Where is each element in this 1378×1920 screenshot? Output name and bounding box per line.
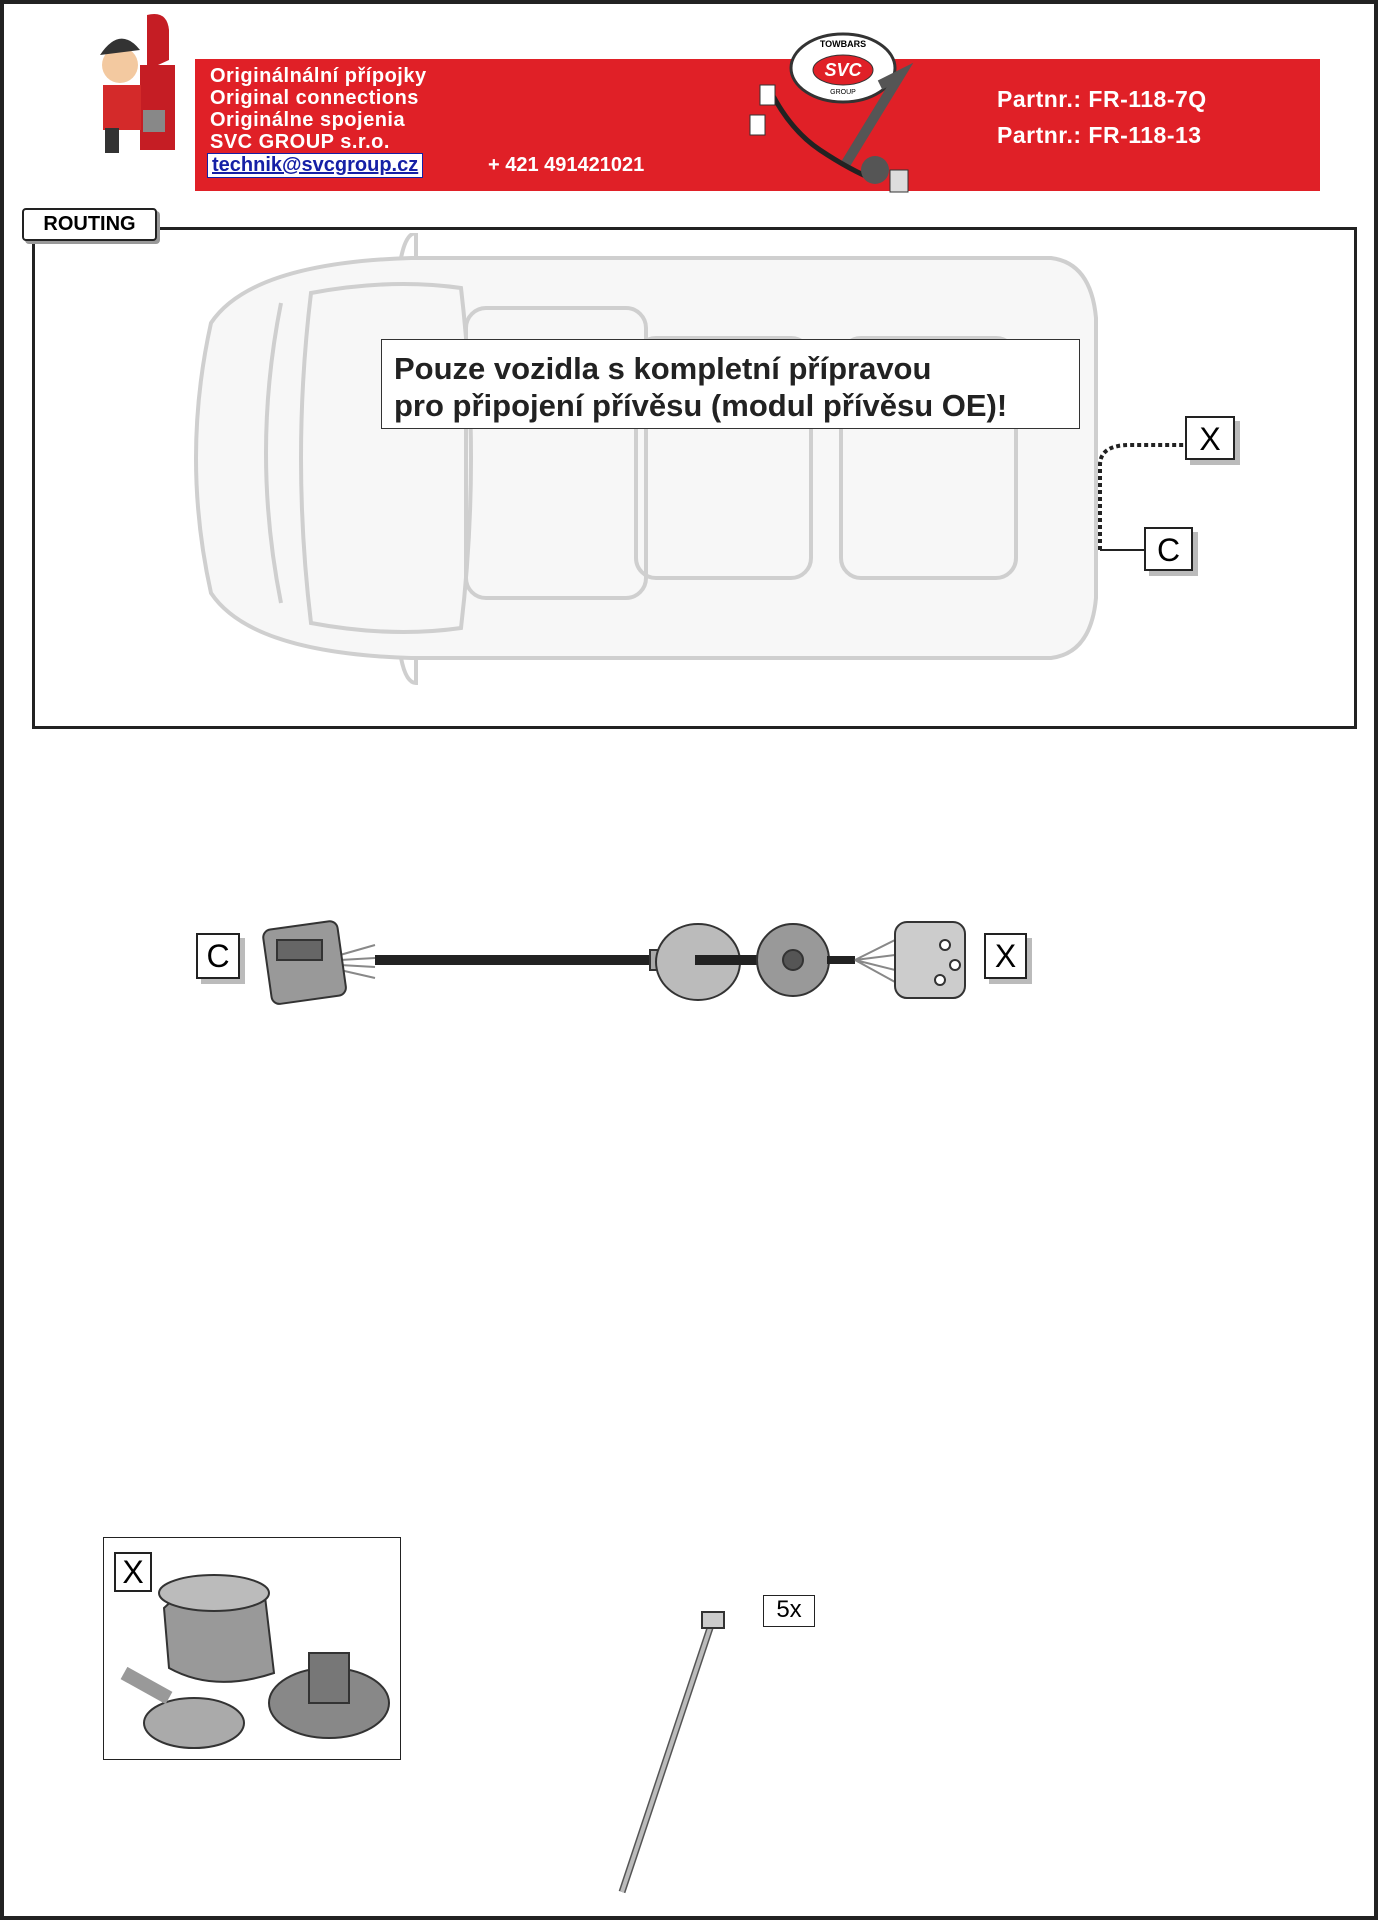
header-line: Original connections bbox=[210, 87, 419, 109]
header-line: Originálne spojenia bbox=[210, 109, 406, 131]
part-number: Partnr.: FR-118-7Q bbox=[997, 86, 1207, 112]
socket-kit-tag: X bbox=[114, 1552, 152, 1592]
van-top-view bbox=[194, 233, 1098, 685]
harness-tag-x: X bbox=[984, 933, 1027, 979]
routing-label: ROUTING bbox=[22, 208, 157, 241]
socket-kit-illustration bbox=[120, 1574, 390, 1749]
notice-line: pro připojení přívěsu (modul přívěsu OE)… bbox=[394, 388, 1008, 423]
part-number: Partnr.: FR-118-13 bbox=[997, 122, 1202, 148]
harness-tag-c: C bbox=[196, 933, 240, 979]
email-link[interactable]: technik@svcgroup.cz bbox=[207, 153, 424, 178]
header-line: SVC GROUP s.r.o. bbox=[210, 131, 390, 153]
svg-text:GROUP: GROUP bbox=[830, 89, 856, 96]
routing-tag-c: C bbox=[1144, 527, 1193, 571]
svc-towbars-logo: SVC TOWBARS GROUP bbox=[749, 32, 914, 193]
phone-number: + 421 491421021 bbox=[488, 154, 645, 176]
wiring-harness bbox=[262, 920, 966, 1005]
notice-box: Pouze vozidla s kompletní přípravou pro … bbox=[381, 339, 1080, 429]
svg-text:TOWBARS: TOWBARS bbox=[820, 39, 866, 49]
cable-tie-quantity: 5x bbox=[763, 1595, 815, 1627]
header-line: Originálnální přípojky bbox=[210, 65, 427, 87]
routing-cable-path bbox=[1098, 443, 1185, 551]
svg-text:SVC: SVC bbox=[824, 60, 862, 80]
cable-tie-illustration bbox=[618, 1611, 725, 1894]
routing-tag-x: X bbox=[1185, 416, 1235, 460]
mascot-info-logo bbox=[100, 14, 175, 153]
notice-line: Pouze vozidla s kompletní přípravou bbox=[394, 351, 932, 386]
socket-kit-box: X bbox=[103, 1537, 401, 1760]
routing-box bbox=[32, 227, 1357, 729]
